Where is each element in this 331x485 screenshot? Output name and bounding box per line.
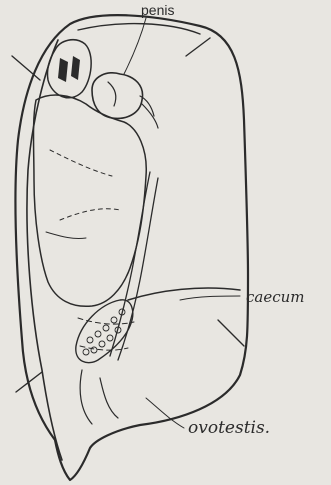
visceral-mass bbox=[34, 95, 147, 306]
penis-organ bbox=[92, 73, 143, 119]
caecum-label: caecum bbox=[246, 290, 305, 305]
ovotestis-label: ovotestis. bbox=[188, 420, 270, 437]
caecum-organ bbox=[128, 288, 240, 300]
leader-caecum bbox=[180, 296, 240, 300]
ovotestis-organ bbox=[76, 300, 133, 363]
eye-mark-left bbox=[58, 58, 68, 82]
penis-label: penis bbox=[141, 3, 174, 17]
cut-mark-lower-right bbox=[218, 320, 244, 346]
leader-penis bbox=[124, 18, 146, 74]
eye-mark-right bbox=[71, 56, 80, 80]
inner-edge-line bbox=[78, 24, 200, 34]
cut-mark-upper-right bbox=[186, 38, 210, 56]
